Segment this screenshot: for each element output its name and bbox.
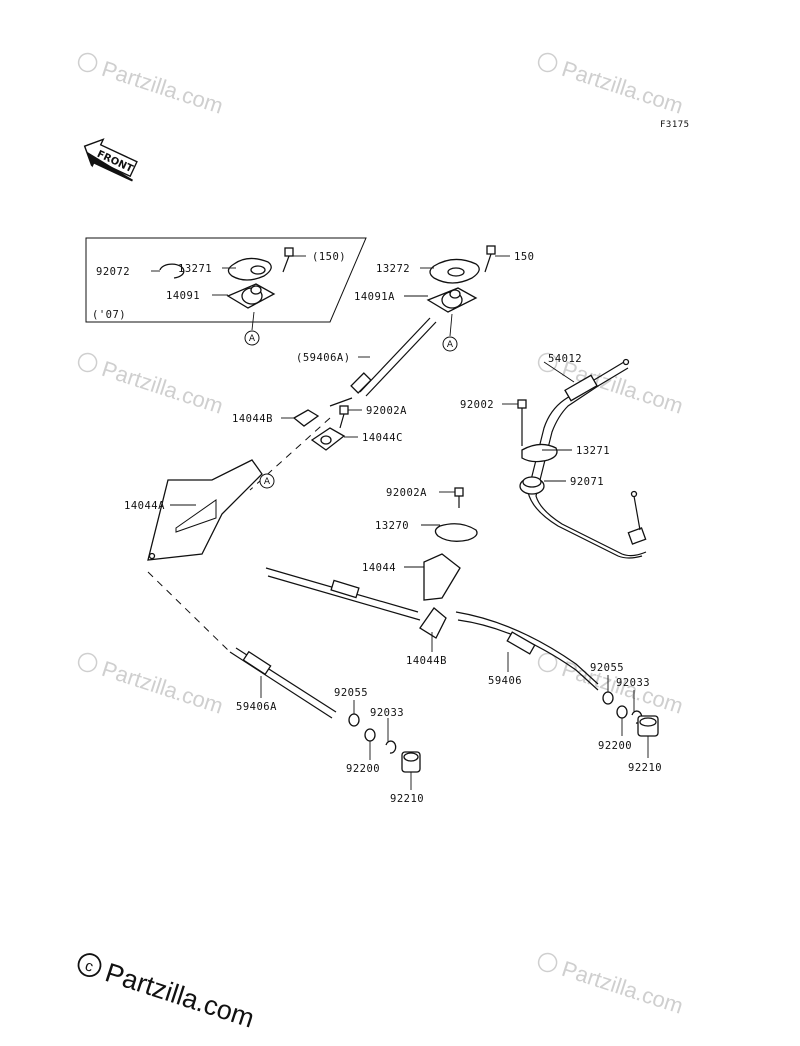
label-92210-left: 92210 bbox=[390, 793, 424, 805]
part-13271-gasket-inset bbox=[227, 257, 272, 281]
watermark-6: Partzilla.com bbox=[537, 652, 686, 719]
leader-lines bbox=[151, 255, 649, 790]
reference-mark-a-1: A bbox=[244, 311, 260, 346]
label-92055-right: 92055 bbox=[590, 662, 624, 674]
label-92033-right: 92033 bbox=[616, 677, 650, 689]
part-14091A-seal bbox=[426, 287, 478, 313]
part-14044B-bracket-lower bbox=[419, 607, 447, 639]
label-14044A: 14044A bbox=[124, 500, 165, 512]
label-92055-left: 92055 bbox=[334, 687, 368, 699]
label-14091A: 14091A bbox=[354, 291, 395, 303]
label-150-inset: (150) bbox=[312, 251, 346, 263]
part-92002A-bolt-upper bbox=[339, 405, 349, 429]
part-14044C-bracket bbox=[310, 427, 346, 451]
label-13270: 13270 bbox=[375, 520, 409, 532]
dashed-guide-upper bbox=[249, 417, 331, 491]
label-92033-left: 92033 bbox=[370, 707, 404, 719]
label-59406: 59406 bbox=[488, 675, 522, 687]
part-13272-gasket bbox=[429, 258, 480, 284]
svg-text:Partzilla.com: Partzilla.com bbox=[559, 956, 686, 1019]
label-92210-right: 92210 bbox=[628, 762, 662, 774]
part-13270-gasket bbox=[434, 523, 478, 542]
part-14044A-bracket bbox=[147, 459, 263, 561]
watermark-2: Partzilla.com bbox=[537, 52, 686, 119]
model-year-inset-box bbox=[85, 237, 367, 323]
label-14044C: 14044C bbox=[362, 432, 403, 444]
brand-text: Partzilla.com bbox=[102, 957, 258, 1033]
cable-59406A-lower bbox=[229, 647, 337, 719]
part-92055-washer-right bbox=[602, 691, 614, 705]
label-92002: 92002 bbox=[460, 399, 494, 411]
part-92210-nut-right bbox=[637, 715, 659, 737]
part-92002-bolt bbox=[517, 399, 527, 446]
part-14091-seal-inset bbox=[226, 283, 276, 309]
cable-59406-left-section bbox=[265, 567, 421, 621]
label-92002A-upper: 92002A bbox=[366, 405, 407, 417]
partzilla-logo: c Partzilla.com bbox=[77, 953, 258, 1034]
watermark-3: Partzilla.com bbox=[77, 352, 226, 419]
svg-text:Partzilla.com: Partzilla.com bbox=[99, 56, 226, 119]
svg-text:Partzilla.com: Partzilla.com bbox=[99, 356, 226, 419]
figure-code: F3175 bbox=[660, 120, 690, 130]
reference-mark-a-3: A bbox=[259, 473, 275, 489]
watermark-1: Partzilla.com bbox=[77, 52, 226, 119]
label-92200-right: 92200 bbox=[598, 740, 632, 752]
svg-text:c: c bbox=[83, 957, 96, 976]
part-150-bolt bbox=[484, 245, 496, 273]
label-14091: 14091 bbox=[166, 290, 200, 302]
part-92210-nut-left bbox=[401, 751, 421, 773]
label-13271: 13271 bbox=[576, 445, 610, 457]
part-92072-snap-ring bbox=[159, 263, 185, 279]
label-92072: 92072 bbox=[96, 266, 130, 278]
svg-text:Partzilla.com: Partzilla.com bbox=[99, 656, 226, 719]
part-13271-gasket bbox=[521, 443, 558, 463]
dashed-guide-lower bbox=[147, 571, 231, 653]
label-model-year: ('07) bbox=[92, 309, 126, 321]
svg-text:A: A bbox=[264, 477, 271, 487]
label-13272: 13272 bbox=[376, 263, 410, 275]
svg-text:A: A bbox=[249, 334, 256, 344]
label-92071: 92071 bbox=[570, 476, 604, 488]
label-92200-left: 92200 bbox=[346, 763, 380, 775]
svg-text:Partzilla.com: Partzilla.com bbox=[559, 56, 686, 119]
part-labels: 92072 13271 14091 (150) ('07) 13272 1409… bbox=[92, 251, 662, 805]
part-92200-washer-right bbox=[616, 705, 628, 719]
cable-59406A-upper bbox=[329, 317, 437, 407]
label-59406A-upper: (59406A) bbox=[296, 352, 351, 364]
part-150-bolt-inset bbox=[282, 247, 294, 273]
part-14044B-bracket-upper bbox=[292, 409, 320, 427]
svg-text:A: A bbox=[447, 340, 454, 350]
front-arrow-icon: FRONT bbox=[83, 138, 138, 182]
label-13271-inset: 13271 bbox=[178, 263, 212, 275]
label-54012: 54012 bbox=[548, 353, 582, 365]
label-92002A-middle: 92002A bbox=[386, 487, 427, 499]
label-14044B-lower: 14044B bbox=[406, 655, 447, 667]
watermark-5: Partzilla.com bbox=[77, 652, 226, 719]
watermark-7: Partzilla.com bbox=[537, 952, 686, 1019]
label-150: 150 bbox=[514, 251, 534, 263]
cable-59406-right-section bbox=[455, 611, 599, 691]
part-14044-bracket bbox=[423, 553, 461, 601]
part-92055-washer-left bbox=[348, 713, 360, 727]
copyright-icon bbox=[77, 953, 102, 977]
part-92071-grommet bbox=[519, 476, 545, 495]
label-14044B-upper: 14044B bbox=[232, 413, 273, 425]
cable-54012 bbox=[527, 358, 647, 559]
part-92200-washer-left bbox=[364, 728, 376, 742]
part-92002A-bolt-middle bbox=[454, 487, 464, 508]
reference-mark-a-2: A bbox=[442, 313, 458, 352]
label-14044: 14044 bbox=[362, 562, 396, 574]
label-59406A-lower: 59406A bbox=[236, 701, 277, 713]
part-92033-clip-left bbox=[385, 740, 397, 754]
